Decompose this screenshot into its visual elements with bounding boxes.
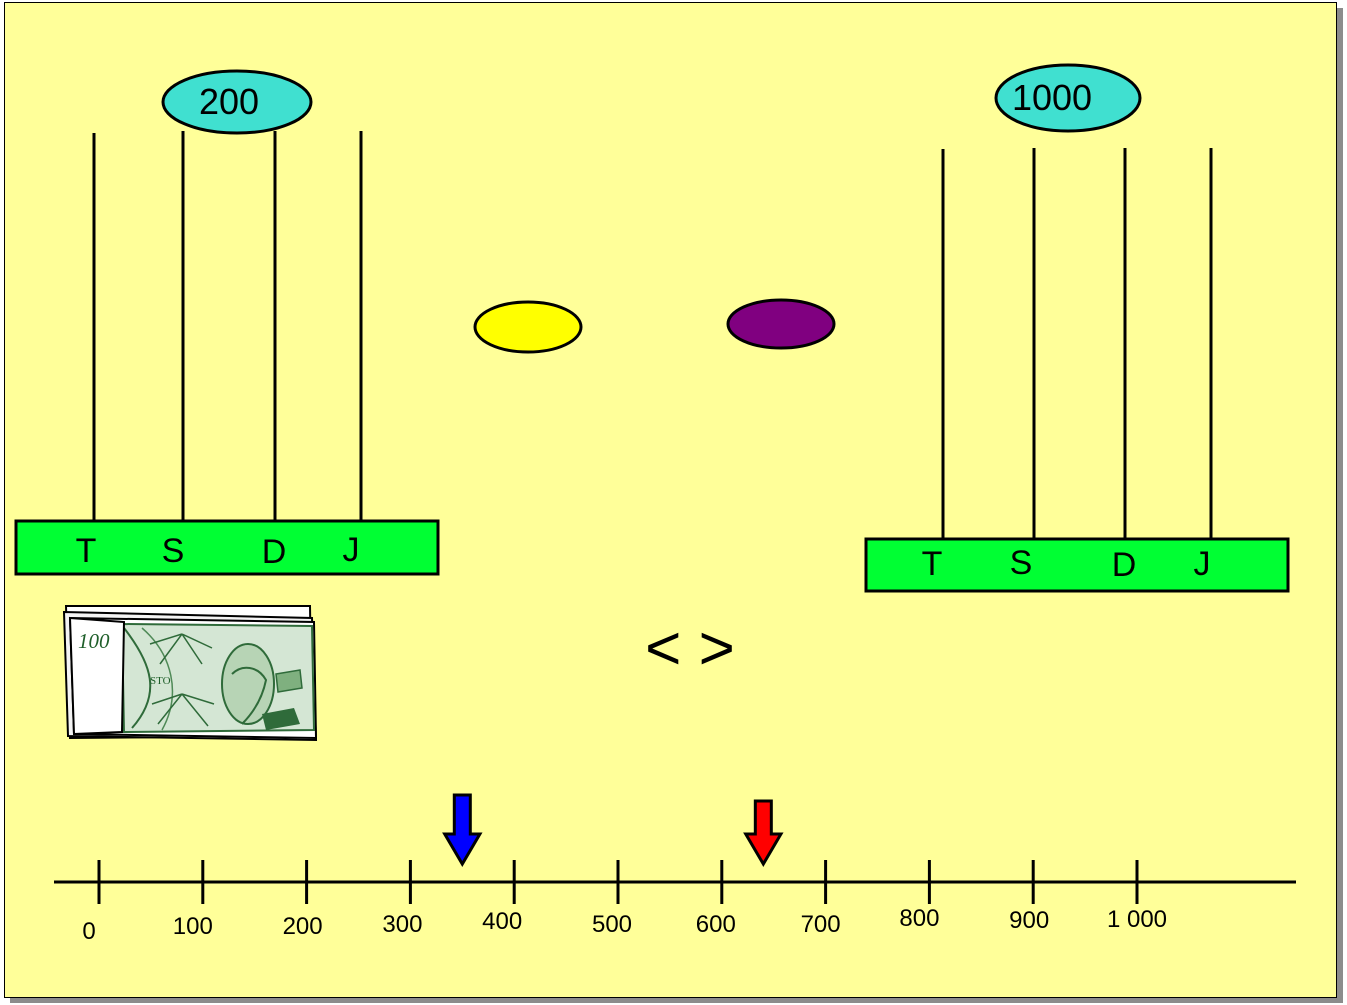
abacus-right-label-s: S [1010,544,1033,582]
number-line-tick-label: 800 [899,905,939,932]
number-line-tick-label: 600 [696,911,736,938]
abacus-left-base [14,519,440,576]
abacus-right: T S D J 1000 [864,63,1290,593]
number-line-tick-label: 100 [173,913,213,940]
red-arrow-marker[interactable] [743,799,784,867]
banknote-word: STO [150,675,171,687]
number-line: 0 100 200 300 400 500 600 700 800 900 1 000 [54,793,1296,945]
abacus-left: T S D J 200 [14,69,440,576]
number-line-tick-label: 200 [283,913,323,940]
number-line-tick-label: 0 [82,918,95,945]
abacus-right-value: 1000 [1012,77,1092,118]
number-line-tick-label: 400 [482,908,522,935]
abacus-right-label-j: J [1194,545,1211,583]
abacus-left-label-d: D [262,533,287,571]
abacus-right-value-oval [994,63,1142,133]
banknote-left-edge [68,616,126,736]
number-line-tick-label: 900 [1009,907,1049,934]
number-line-tick-label: 300 [382,911,422,938]
banknote-denomination: 100 [78,629,110,653]
banknote-100-image[interactable]: 100 STO [62,604,318,742]
slide-shadow-right [1337,8,1343,1002]
abacus-left-label-t: T [76,532,97,570]
abacus-left-label-s: S [162,532,185,570]
abacus-left-value-oval [161,69,313,135]
abacus-right-label-t: T [922,545,943,583]
number-line-tick-label: 500 [592,911,632,938]
slide-shadow-bottom [10,998,1343,1003]
comparison-symbols: < > [645,614,735,683]
number-line-tick-label: 700 [801,911,841,938]
slide-background [4,2,1337,998]
banknote-face [120,622,316,734]
number-line-tick-label: 1 000 [1107,906,1167,933]
blue-arrow-marker[interactable] [442,793,483,867]
abacus-right-label-d: D [1112,546,1137,584]
yellow-bead[interactable] [473,300,583,354]
purple-bead[interactable] [726,298,836,350]
abacus-right-base [864,537,1290,593]
abacus-left-value: 200 [199,81,259,122]
abacus-left-label-j: J [343,531,360,569]
